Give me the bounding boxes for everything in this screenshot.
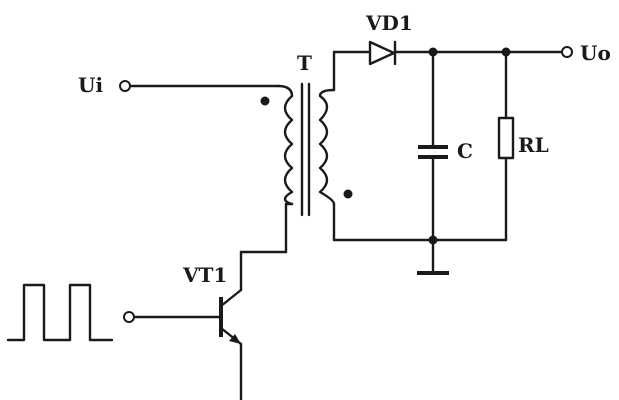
transformer-secondary-winding [318,50,336,242]
output-label: Uo [580,41,611,65]
diode-vd1 [368,40,397,66]
resistor-rl [497,50,515,242]
primary-polarity-dot [260,96,270,106]
transformer-core [300,82,311,217]
transistor-label: VT1 [182,263,227,287]
diode-label: VD1 [365,11,413,35]
base-terminal [123,311,135,323]
square-wave-pulse-icon [6,283,114,342]
input-label: Ui [78,73,103,97]
output-terminal [561,46,573,58]
secondary-polarity-dot [343,189,353,199]
capacitor-label: C [457,139,473,163]
input-terminal [119,80,131,92]
input-line [129,84,294,98]
resistor-label: RL [518,133,549,157]
transformer-label: T [297,51,312,75]
capacitor-c [418,50,448,242]
transistor-vt1 [133,288,243,400]
ground-symbol [417,238,449,275]
transformer-primary-winding [239,94,294,292]
